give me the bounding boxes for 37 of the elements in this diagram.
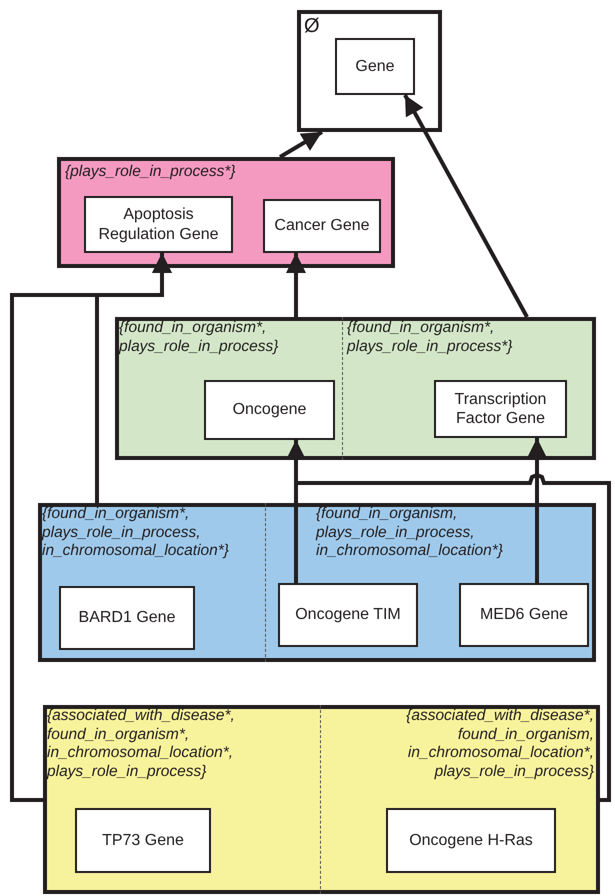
arrow bbox=[403, 94, 529, 318]
arrow bbox=[278, 130, 324, 159]
attribute-list: {found_in_organism, plays_role_in_process, in_chromosomal_location*} bbox=[316, 505, 566, 561]
arrow bbox=[286, 253, 306, 317]
class-box bbox=[386, 808, 556, 873]
class-box bbox=[84, 196, 233, 253]
class-name: MED6 Gene bbox=[480, 605, 568, 625]
class-name: Gene bbox=[355, 56, 395, 76]
class-name: Cancer Gene bbox=[274, 216, 370, 236]
class-box bbox=[263, 199, 381, 253]
attribute-list: {plays_role_in_process*} bbox=[65, 163, 391, 182]
attribute-list: {found_in_organism*, plays_role_in_process} bbox=[119, 319, 334, 356]
class-name: Apoptosis Regulation Gene bbox=[97, 205, 220, 244]
class-box bbox=[43, 705, 600, 894]
attribute-list: {found_in_organism*, plays_role_in_process*} bbox=[347, 319, 589, 356]
class-name: BARD1 Gene bbox=[78, 608, 176, 628]
empty-set-symbol: Ø bbox=[304, 14, 321, 38]
class-box bbox=[434, 380, 567, 438]
class-name: Oncogene TIM bbox=[295, 605, 401, 625]
class-name: TP73 Gene bbox=[102, 830, 184, 850]
class-box bbox=[75, 808, 211, 873]
class-box bbox=[57, 157, 395, 268]
class-box bbox=[59, 586, 195, 650]
attribute-list: {associated_with_disease*, found_in_organism, in_chromosomal_location*, plays_role_in_process} bbox=[354, 707, 594, 782]
class-box bbox=[278, 583, 418, 647]
class-box bbox=[297, 10, 442, 132]
class-name: Oncogene H-Ras bbox=[409, 830, 533, 850]
arrow bbox=[527, 438, 547, 583]
class-name: Transcription Factor Gene bbox=[454, 390, 548, 428]
attribute-list: {associated_with_disease*, found_in_organism*, in_chromosomal_location*, plays_role_in_process} bbox=[47, 707, 312, 782]
class-box bbox=[38, 503, 596, 662]
class-box bbox=[115, 317, 596, 460]
class-box bbox=[204, 380, 335, 440]
class-box bbox=[459, 583, 589, 647]
attribute-list: {found_in_organism*, plays_role_in_process, in_chromosomal_location*} bbox=[42, 505, 257, 561]
class-name: Oncogene bbox=[232, 400, 306, 420]
class-box bbox=[335, 38, 415, 95]
